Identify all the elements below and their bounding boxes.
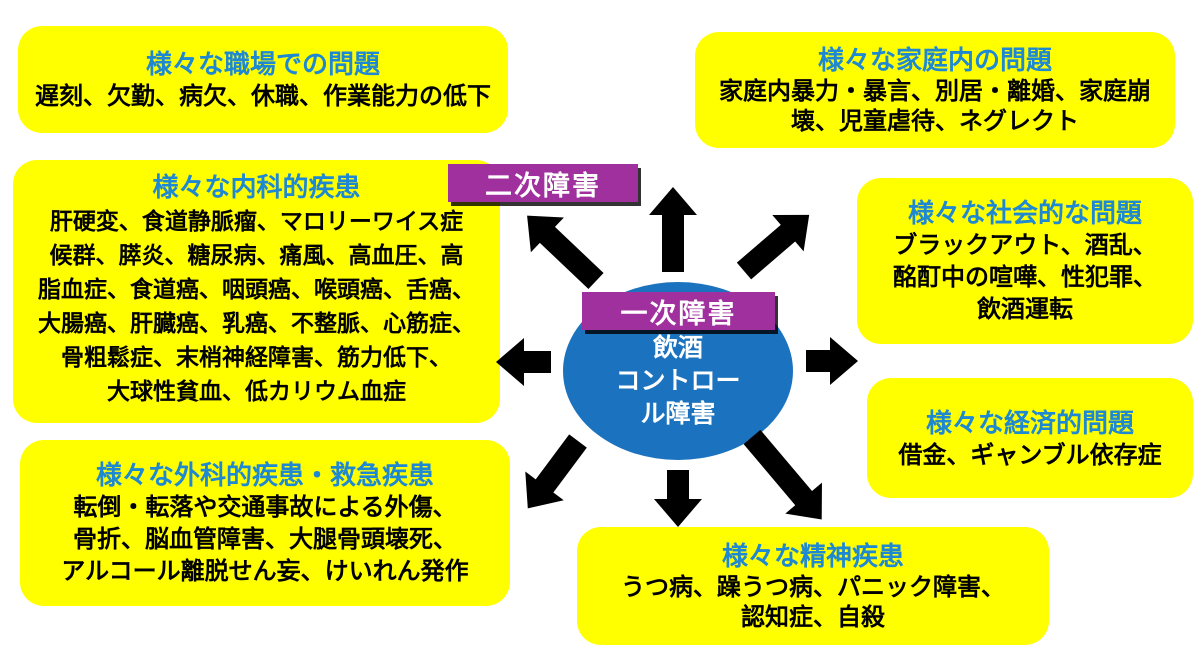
primary-disorder-text: 一次障害	[620, 298, 737, 329]
arrow-right-icon	[806, 337, 858, 385]
box-body: ブラックアウト、酒乱、 酩酊中の喧嘩、性犯罪、 飲酒運転	[893, 232, 1157, 323]
box-economic-problems: 様々な経済的問題 借金、ギャンブル依存症	[867, 378, 1193, 498]
primary-disorder-label: 一次障害	[582, 292, 775, 330]
box-surgical-emergency-diseases: 様々な外科的疾患・救急疾患 転倒・転落や交通事故による外傷、 骨折、脳血管障害、…	[20, 440, 510, 606]
box-title: 様々な職場での問題	[145, 49, 380, 79]
box-title: 様々な社会的な問題	[907, 198, 1142, 228]
arrow-up-icon	[649, 187, 697, 272]
box-internal-diseases: 様々な内科的疾患 肝硬変、食道静脈瘤、マロリーワイス症 候群、膵炎、糖尿病、痛風…	[13, 160, 500, 423]
secondary-disorder-label: 二次障害	[448, 164, 638, 202]
box-body: 家庭内暴力・暴言、別居・離婚、家庭崩 壊、児童虐待、ネグレクト	[719, 78, 1151, 135]
secondary-disorder-text: 二次障害	[485, 170, 601, 201]
box-title: 様々な内科的疾患	[152, 172, 361, 202]
center-ellipse-text: 飲酒 コントロー ル障害	[615, 334, 741, 428]
box-body: 肝硬変、食道静脈瘤、マロリーワイス症 候群、膵炎、糖尿病、痛風、高血圧、高 脂血…	[38, 208, 475, 404]
box-title: 様々な精神疾患	[721, 541, 904, 571]
box-social-problems: 様々な社会的な問題 ブラックアウト、酒乱、 酩酊中の喧嘩、性犯罪、 飲酒運転	[857, 178, 1193, 344]
box-title: 様々な経済的問題	[925, 407, 1134, 438]
box-body: 遅刻、欠勤、病欠、休職、作業能力の低下	[35, 83, 491, 110]
box-workplace-problems: 様々な職場での問題 遅刻、欠勤、病欠、休職、作業能力の低下	[18, 26, 508, 133]
arrow-up-right-icon	[736, 214, 810, 280]
box-body: 借金、ギャンブル依存症	[898, 441, 1162, 469]
box-psychiatric-diseases: 様々な精神疾患 うつ病、躁うつ病、パニック障害、 認知症、自殺	[577, 527, 1049, 645]
box-body: 転倒・転落や交通事故による外傷、 骨折、脳血管障害、大腿骨頭壊死、 アルコール離…	[61, 494, 469, 585]
arrow-down-left-icon	[525, 434, 587, 509]
box-family-problems: 様々な家庭内の問題 家庭内暴力・暴言、別居・離婚、家庭崩 壊、児童虐待、ネグレク…	[695, 32, 1175, 148]
box-title: 様々な外科的疾患・救急疾患	[95, 460, 434, 490]
box-body: うつ病、躁うつ病、パニック障害、 認知症、自殺	[621, 574, 1005, 631]
arrow-down-icon	[654, 470, 702, 527]
box-title: 様々な家庭内の問題	[817, 45, 1052, 75]
arrow-up-left-icon	[527, 215, 604, 289]
arrow-left-icon	[496, 338, 551, 386]
